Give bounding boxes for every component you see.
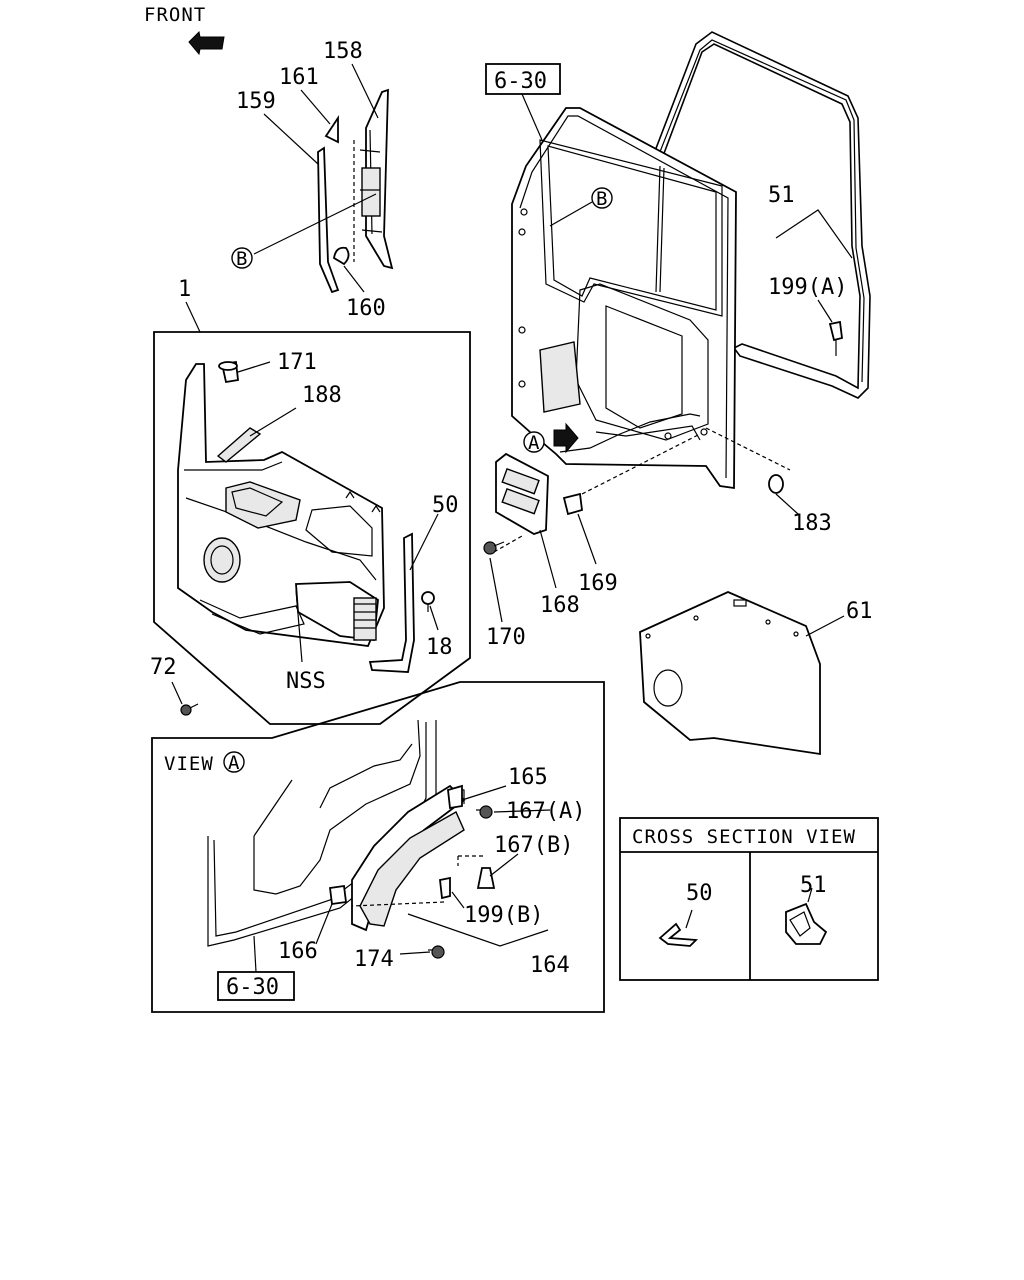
leaders-panel [237,361,439,663]
part-188-pad [216,427,262,463]
front-label: FRONT [144,4,206,26]
callout-18: 18 [426,635,453,660]
part-165-bracket [447,784,463,810]
callout-166: 166 [278,939,318,964]
svg-text:A: A [228,752,240,774]
door-trim-panel [177,363,385,647]
part-171-plug [218,360,239,384]
callout-51: 51 [768,183,795,208]
leader-199a [817,299,833,323]
callout-168: 168 [540,593,580,618]
callout-171: 171 [277,350,317,375]
svg-text:6-30: 6-30 [226,975,279,1000]
callout-169: 169 [578,571,618,596]
view-a-title: VIEW [164,753,214,775]
callout-159: 159 [236,89,276,114]
part-159-strip [317,146,340,294]
marker-b-right: B [591,187,613,210]
callout-161: 161 [279,65,319,90]
part-199a-clip [828,320,843,356]
callout-164: 164 [530,953,570,978]
leader-6-30-bottom [253,935,257,973]
part-164-panel [351,784,466,932]
door-shell [511,107,737,490]
dash-bezel [581,433,701,495]
cross-section-box [619,817,879,981]
part-167a-screw [476,805,493,819]
door-trim-group-box [153,331,471,725]
svg-text:B: B [596,188,608,210]
leaders-view-a [315,785,551,955]
svg-text:A: A [528,432,540,454]
reference-box-bottom: 6-30 [217,971,295,1001]
cross-section-51-profile [785,887,828,945]
cross-section-title: CROSS SECTION VIEW [632,826,856,848]
part-169-clip [562,492,583,516]
leaders-top-left [253,63,379,293]
part-72-screw [180,703,199,716]
part-18-clip [421,591,435,612]
callout-1: 1 [178,277,191,302]
view-a-marker: A [223,751,245,774]
view-a-box [151,681,605,1013]
callout-174: 174 [354,947,394,972]
part-166-clip [328,884,348,906]
leader-183 [775,493,799,515]
part-174-screw [428,945,445,959]
dash-183 [705,427,791,471]
part-160-clip [333,246,350,266]
part-167b-clip [476,867,496,889]
cross-section-label-50: 50 [686,881,713,906]
callout-167a: 167(A) [506,799,585,824]
callout-72: 72 [150,655,177,680]
leader-6-30-top [521,93,543,141]
leader-1 [185,301,201,333]
part-50-weatherstrip [368,532,415,673]
callout-167b: 167(B) [494,833,573,858]
marker-b-left: B [231,247,253,270]
cross-section-label-51: 51 [800,873,827,898]
svg-text:6-30: 6-30 [494,69,547,94]
view-a-arrow-icon [553,422,579,454]
leader-61 [805,615,845,637]
part-61-sheet [639,591,821,756]
callout-170: 170 [486,625,526,650]
leaders-bezel [489,513,597,623]
part-183-plug [768,474,784,494]
part-199b-clip [439,876,451,900]
callout-165: 165 [508,765,548,790]
leader-72 [171,681,183,705]
dash-view-a [351,855,486,907]
callout-199a: 199(A) [768,275,847,300]
callout-160: 160 [346,296,386,321]
callout-183: 183 [792,511,832,536]
part-161-piece [324,115,339,144]
front-arrow-icon [188,30,225,56]
callout-158: 158 [323,39,363,64]
callout-199b: 199(B) [464,903,543,928]
marker-a: A [523,431,545,454]
callout-nss: NSS [286,669,326,694]
svg-text:B: B [236,248,248,270]
part-168-bezel [495,452,549,535]
callout-188: 188 [302,383,342,408]
dash-screw [493,535,523,553]
part-158-trim [359,88,394,270]
leader-b-right [549,201,593,227]
callout-50: 50 [432,493,459,518]
reference-box-top: 6-30 [485,63,561,95]
cross-section-50-profile [658,909,699,947]
part-170-screw [483,541,505,555]
leader-51 [775,209,853,259]
callout-61: 61 [846,599,873,624]
